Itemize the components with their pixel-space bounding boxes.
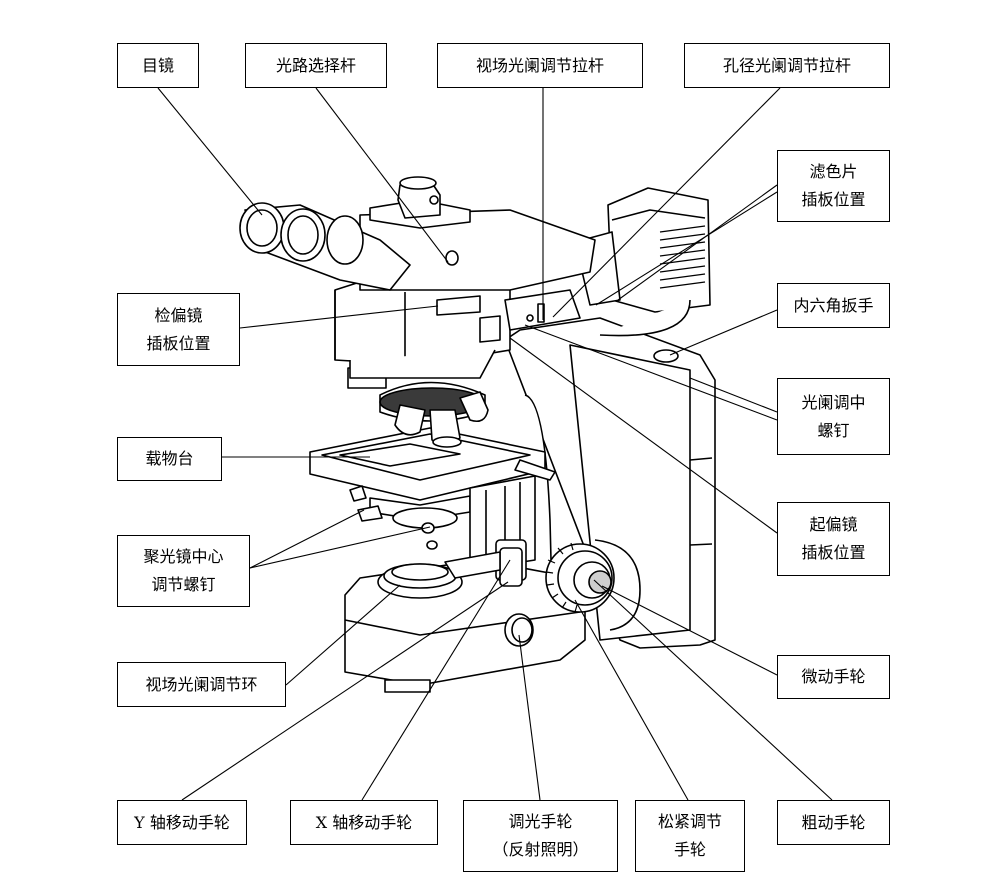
label-diaphragm-centering-screw: 光阑调中 螺钉 (777, 378, 890, 455)
label-fine-focus-knob: 微动手轮 (777, 655, 890, 699)
label-aperture-diaphragm-lever: 孔径光阑调节拉杆 (684, 43, 890, 88)
label-field-diaphragm-ring: 视场光阑调节环 (117, 662, 286, 707)
label-hex-wrench: 内六角扳手 (777, 283, 890, 328)
illuminator-body (334, 274, 581, 379)
label-field-diaphragm-lever: 视场光阑调节拉杆 (437, 43, 643, 88)
label-stage: 载物台 (117, 437, 222, 481)
stage-assembly (309, 427, 556, 587)
microscope-illustration (239, 176, 716, 693)
label-polarizer-slot: 起偏镜 插板位置 (777, 502, 890, 576)
lamp-house (574, 187, 711, 313)
trinocular-head (359, 176, 596, 291)
label-y-axis-knob: Y 轴移动手轮 (117, 800, 247, 845)
leader-lines (157, 87, 833, 801)
base (344, 559, 586, 693)
focus-knobs (504, 542, 615, 647)
label-light-adjust-knob: 调光手轮 （反射照明） (463, 800, 618, 872)
label-filter-slot: 滤色片 插板位置 (777, 150, 890, 222)
label-coarse-focus-knob: 粗动手轮 (777, 800, 890, 845)
label-eyepiece: 目镜 (117, 43, 199, 88)
label-tension-knob: 松紧调节 手轮 (635, 800, 745, 872)
label-condenser-centering-screw: 聚光镜中心 调节螺钉 (117, 535, 250, 607)
label-x-axis-knob: X 轴移动手轮 (290, 800, 438, 845)
label-light-path-lever: 光路选择杆 (245, 43, 387, 88)
eyepieces (239, 202, 411, 291)
label-analyzer-slot: 检偏镜 插板位置 (117, 293, 240, 366)
